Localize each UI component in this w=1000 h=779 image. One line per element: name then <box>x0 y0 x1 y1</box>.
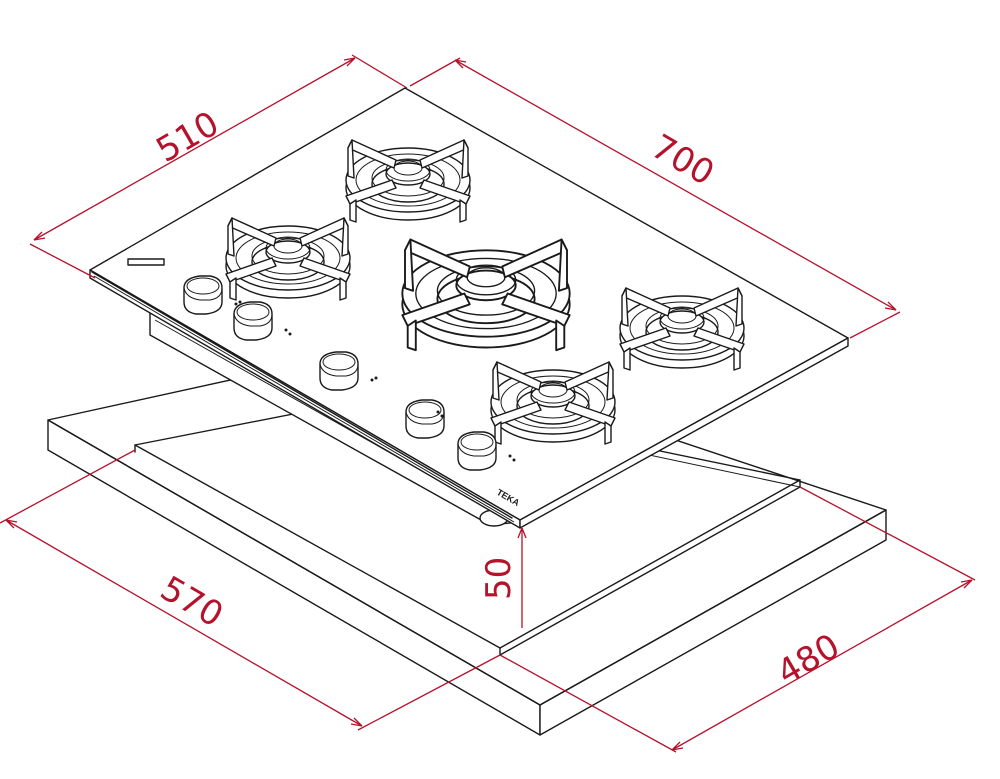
burner-front-small <box>490 361 616 445</box>
dimension-700-label: 700 <box>645 127 721 194</box>
knob-5 <box>457 431 497 471</box>
dimension-570: 570 <box>0 449 501 731</box>
dimension-50-label: 50 <box>479 557 519 600</box>
burner-rear-center <box>345 139 471 223</box>
knob-3 <box>319 351 359 391</box>
knob-symbols <box>234 300 516 462</box>
dimension-50: 50 <box>479 527 527 628</box>
knob-4 <box>405 399 445 439</box>
dimension-480-label: 480 <box>770 626 846 693</box>
burner-center-large <box>401 238 571 352</box>
burner-rear-left <box>225 217 351 301</box>
dimension-570-label: 570 <box>154 569 230 636</box>
knob-2 <box>233 301 273 341</box>
dimension-510-label: 510 <box>150 104 226 171</box>
burner-right <box>619 287 745 371</box>
knob-1 <box>183 275 223 315</box>
